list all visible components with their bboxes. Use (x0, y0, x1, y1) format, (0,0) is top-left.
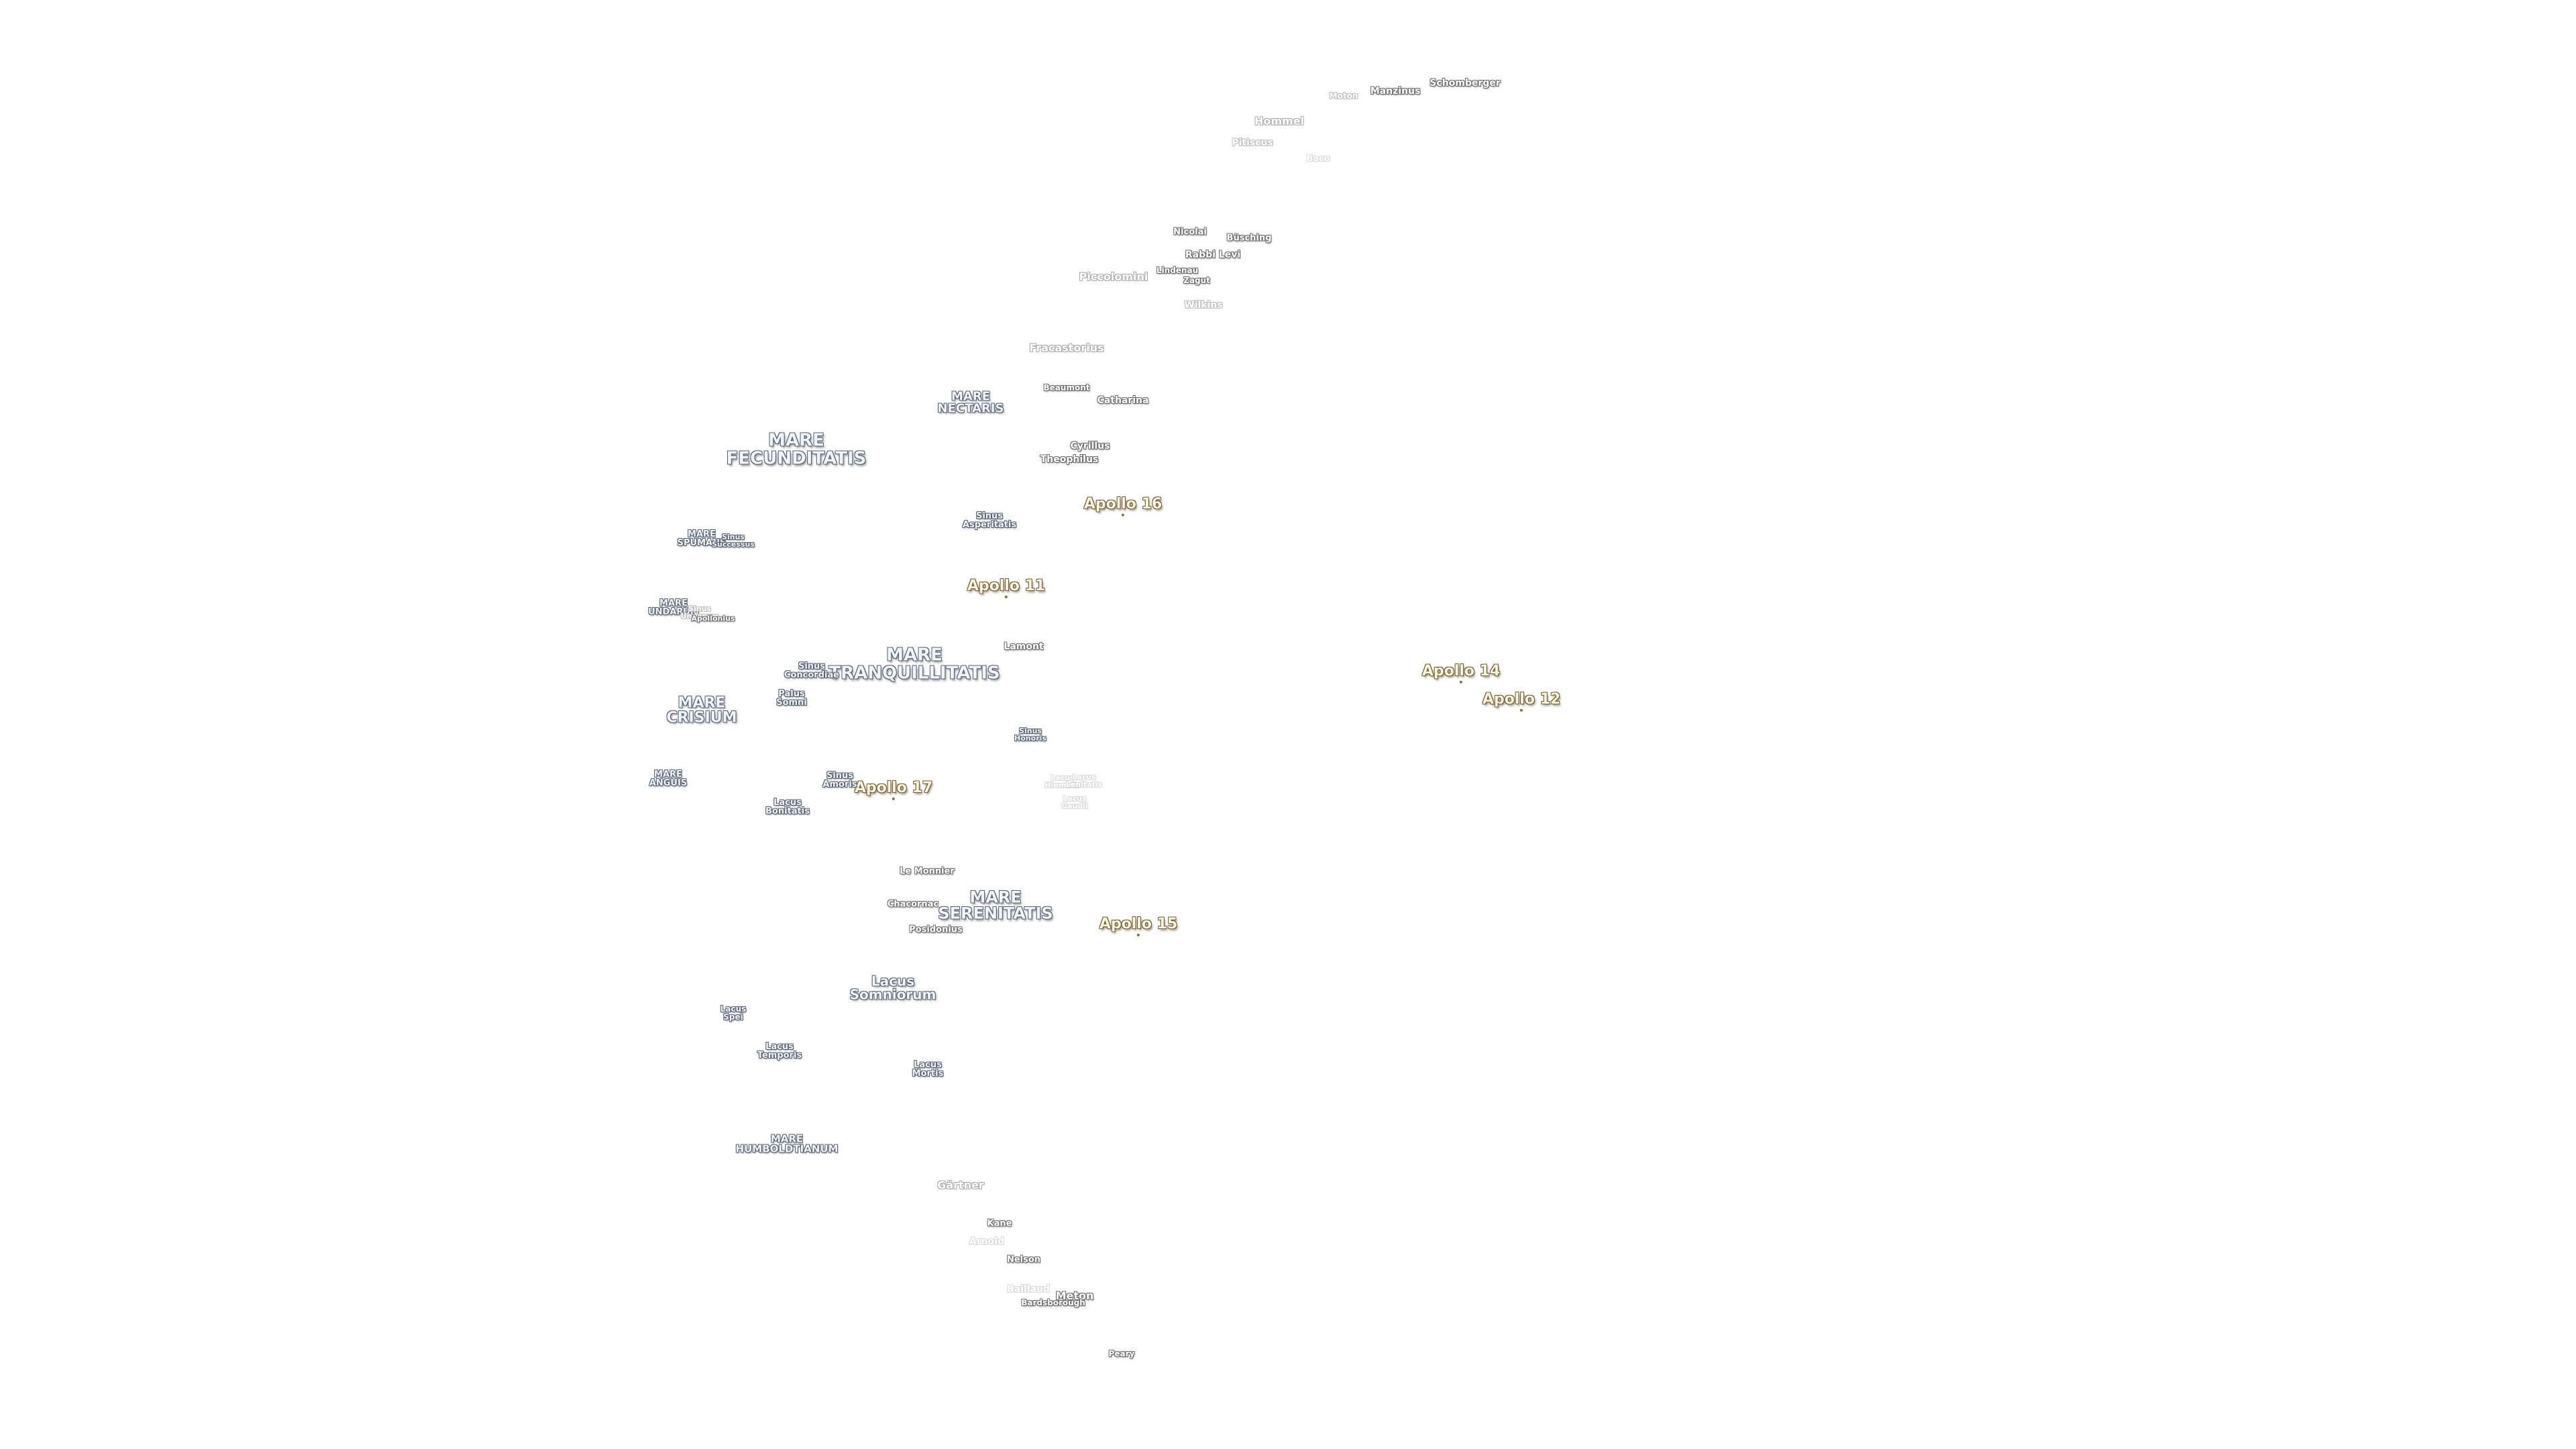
crater-peary-label[interactable]: Peary (1108, 1348, 1135, 1358)
lacus-hiemalis-label[interactable]: Lacus Hiemalis (1044, 773, 1081, 790)
crater-hommel-label[interactable]: Hommel (1254, 114, 1305, 127)
mare-spumans-label[interactable]: MARE SPUMANS (677, 529, 727, 548)
crater-moton-label[interactable]: Moton (1329, 91, 1358, 101)
lacus-mortis-label[interactable]: Lacus Mortis (912, 1059, 944, 1079)
crater-catharina-label[interactable]: Catharina (1097, 394, 1149, 406)
sinus-asperitatis-label[interactable]: Sinus Asperitatis (962, 511, 1017, 530)
mare-humboldtianum-label[interactable]: MARE HUMBOLDTIANUM (735, 1132, 839, 1155)
crater-beaumont-label[interactable]: Beaumont (1043, 382, 1090, 392)
crater-cyrillus-label[interactable]: Cyrillus (1070, 440, 1110, 451)
crater-piccolomini-label[interactable]: Piccolomini (1079, 270, 1148, 283)
crater-gartner-label[interactable]: Gärtner (937, 1178, 984, 1191)
crater-lindenau-label[interactable]: Lindenau (1156, 265, 1199, 275)
landing-marker-icon (1136, 934, 1140, 937)
crater-schomberger-label[interactable]: Schomberger (1430, 77, 1501, 89)
apollo-16-site[interactable]: Apollo 16 (1083, 495, 1163, 517)
crater-nicolai-label[interactable]: Nicolai (1173, 227, 1207, 237)
crater-busching-label[interactable]: Büsching (1226, 233, 1272, 244)
apollo-12-site[interactable]: Apollo 12 (1482, 690, 1561, 712)
apollo-17-label: Apollo 17 (854, 779, 933, 796)
apollo-11-label: Apollo 11 (967, 577, 1046, 594)
sinus-concordiae-label[interactable]: Sinus Concordiae (784, 661, 840, 680)
lacus-somniorum-label[interactable]: Lacus Somniorum (849, 973, 936, 1003)
crater-baco-label[interactable]: Baco (1306, 154, 1330, 164)
apollo-15-site[interactable]: Apollo 15 (1099, 915, 1178, 937)
crater-manzinus-label[interactable]: Manzinus (1370, 85, 1421, 97)
mare-fecunditatis-label[interactable]: MARE FECUNDITATIS (726, 430, 867, 468)
sinus-successus-label[interactable]: Sinus Successus (712, 532, 755, 549)
landing-marker-icon (1004, 596, 1008, 599)
apollo-17-site[interactable]: Apollo 17 (854, 779, 933, 801)
apollo-16-label: Apollo 16 (1083, 495, 1163, 513)
landing-marker-icon (1519, 709, 1523, 712)
crater-zagut-label[interactable]: Zagut (1183, 275, 1210, 285)
mare-serenitatis-label[interactable]: MARE SERENITATIS (938, 888, 1053, 923)
sinus-undarum-label[interactable]: Sinus Undarum (680, 604, 719, 621)
sinus-amoris-label[interactable]: Sinus Amoris (822, 770, 857, 790)
mare-tranquillitatis-label[interactable]: MARE TRANQUILLITATIS (828, 645, 1000, 683)
lacus-spei-label[interactable]: Lacus Spei (720, 1004, 747, 1022)
lacus-bonitatis-label[interactable]: Lacus Bonitatis (765, 797, 810, 816)
crater-rabbi-levi-label[interactable]: Rabbi Levi (1185, 249, 1241, 260)
crater-le-monnier-label[interactable]: Le Monnier (900, 866, 955, 877)
lacus-gaudii-label[interactable]: Lacus Gaudii (1061, 794, 1088, 810)
palus-somni-label[interactable]: Palus Somni (776, 688, 807, 708)
apollo-15-label: Apollo 15 (1099, 915, 1178, 932)
crater-meton-label[interactable]: Meton (1055, 1289, 1094, 1302)
landing-marker-icon (1459, 681, 1462, 684)
crater-fracastorius-label[interactable]: Fracastorius (1029, 341, 1104, 354)
apollo-14-site[interactable]: Apollo 14 (1421, 662, 1501, 684)
landing-marker-icon (1121, 514, 1124, 517)
landing-marker-icon (892, 798, 895, 801)
crater-nelson-label[interactable]: Nelson (1006, 1254, 1041, 1265)
lacus-temporis-label[interactable]: Lacus Temporis (757, 1041, 802, 1061)
apollo-12-label: Apollo 12 (1482, 690, 1561, 708)
crater-pitiscus-label[interactable]: Pitiscus (1232, 137, 1273, 148)
crater-wilkins-label[interactable]: Wilkins (1184, 299, 1223, 311)
apollo-11-site[interactable]: Apollo 11 (967, 577, 1046, 599)
mare-crisium-label[interactable]: MARE CRISIUM (666, 694, 737, 727)
crater-kane-label[interactable]: Kane (987, 1218, 1012, 1229)
crater-baillaud-label[interactable]: Baillaud (1007, 1283, 1050, 1295)
crater-apollonius-label[interactable]: Apollonius (691, 614, 735, 623)
crater-lamont-label[interactable]: Lamont (1004, 641, 1044, 652)
crater-chacornac-label[interactable]: Chacornac (887, 899, 939, 910)
lacus-lenitatis-label[interactable]: Lacus Lenitatis (1065, 772, 1103, 789)
crater-arnold-label[interactable]: Arnold (969, 1236, 1005, 1247)
mare-undarum-label[interactable]: MARE UNDARUM (648, 598, 699, 617)
mare-nectaris-label[interactable]: MARE NECTARIS (937, 389, 1004, 416)
crater-theophilus-label[interactable]: Theophilus (1040, 453, 1099, 465)
crater-bardsborough-label[interactable]: Bardsborough (1021, 1297, 1085, 1307)
sinus-honoris-label[interactable]: Sinus Honoris (1014, 726, 1046, 743)
apollo-14-label: Apollo 14 (1421, 662, 1501, 680)
mare-anguis-label[interactable]: MARE ANGUIS (649, 769, 688, 788)
crater-posidonius-label[interactable]: Posidonius (909, 924, 963, 935)
